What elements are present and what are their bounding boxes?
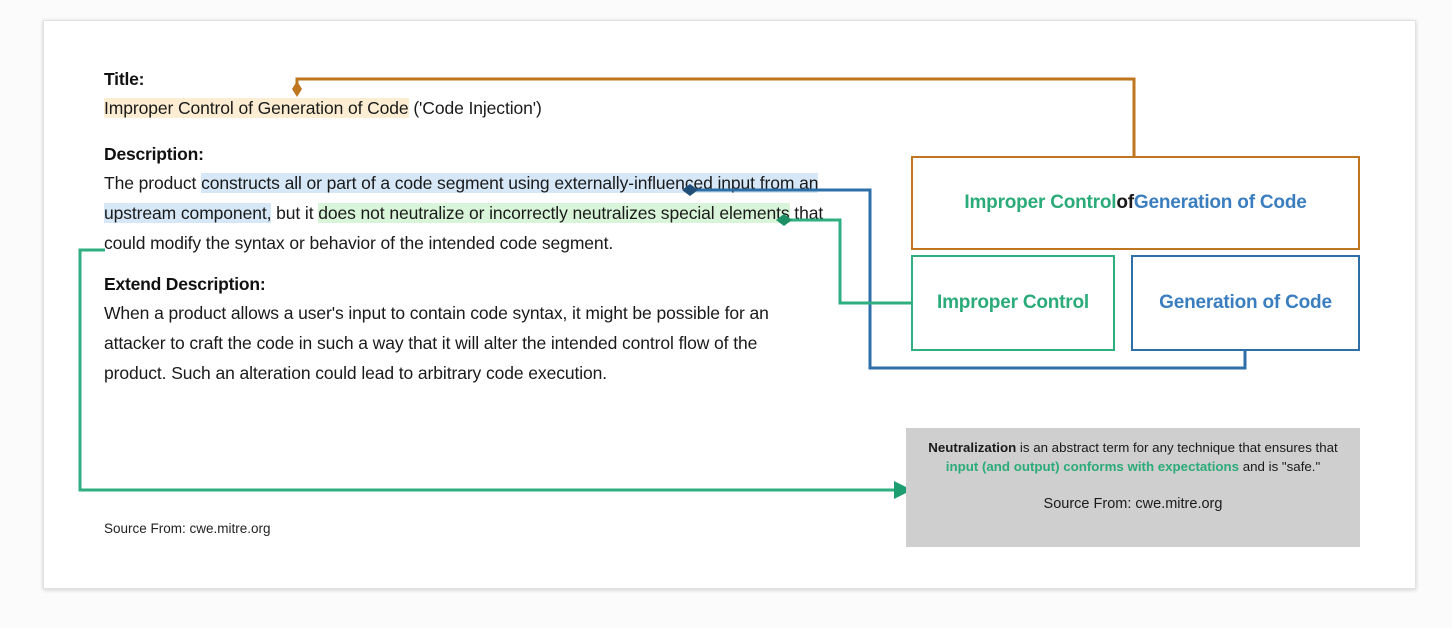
neutralization-text-a: is an abstract term for any technique th… — [1016, 440, 1338, 455]
green-triangle-arrowhead — [894, 481, 912, 499]
blue-diamond-arrowhead — [682, 184, 698, 196]
node-combined-part-black: of — [1116, 192, 1134, 213]
note-source-label: Source From: cwe.mitre.org — [1043, 496, 1223, 512]
title-block: Title: Improper Control of Generation of… — [104, 68, 824, 123]
title-heading: Title: — [104, 69, 145, 89]
node-combined-concept[interactable]: Improper Control of Generation of Code — [911, 156, 1360, 250]
green-diamond-arrowhead — [776, 214, 792, 226]
connector-green-description — [776, 214, 911, 305]
left-text-column: Title: Improper Control of Generation of… — [104, 68, 824, 403]
neutralization-green-phrase: input (and output) conforms with expecta… — [945, 459, 1240, 474]
description-segment-green: does not neutralize or incorrectly neutr… — [318, 203, 790, 223]
neutralization-note-box: Neutralization is an abstract term for a… — [906, 428, 1360, 547]
neutralization-term: Neutralization — [928, 440, 1017, 455]
description-segment-plain-1: The product — [104, 173, 202, 193]
left-source-label: Source From: cwe.mitre.org — [104, 521, 271, 536]
connector-blue-description — [682, 184, 1247, 370]
extend-description-heading: Extend Description: — [104, 274, 266, 294]
node-generation-of-code[interactable]: Generation of Code — [1131, 255, 1360, 351]
neutralization-note-text: Neutralization is an abstract term for a… — [924, 438, 1342, 476]
description-segment-plain-3: that could modify the syntax or behavior… — [104, 203, 824, 253]
orange-diamond-arrowhead — [292, 81, 302, 97]
extend-description-block: Extend Description: When a product allow… — [104, 273, 824, 388]
description-segment-plain-2: but it — [271, 203, 319, 223]
description-text: The product constructs all or part of a … — [104, 168, 824, 258]
node-combined-part-blue: Generation of Code — [1133, 192, 1307, 213]
connector-orange-title — [292, 77, 1136, 156]
connector-green-neutralization — [78, 248, 912, 499]
title-trailing-text: ('Code Injection') — [408, 98, 542, 118]
node-improper-control[interactable]: Improper Control — [911, 255, 1115, 351]
description-heading: Description: — [104, 144, 204, 164]
node-combined-part-green: Improper Control — [964, 192, 1117, 213]
neutralization-text-b: and is "safe." — [1239, 459, 1321, 474]
description-block: Description: The product constructs all … — [104, 143, 824, 258]
title-text: Improper Control of Generation of Code (… — [104, 93, 824, 123]
extend-description-text: When a product allows a user's input to … — [104, 303, 769, 383]
title-highlighted-phrase: Improper Control of Generation of Code — [104, 98, 409, 118]
